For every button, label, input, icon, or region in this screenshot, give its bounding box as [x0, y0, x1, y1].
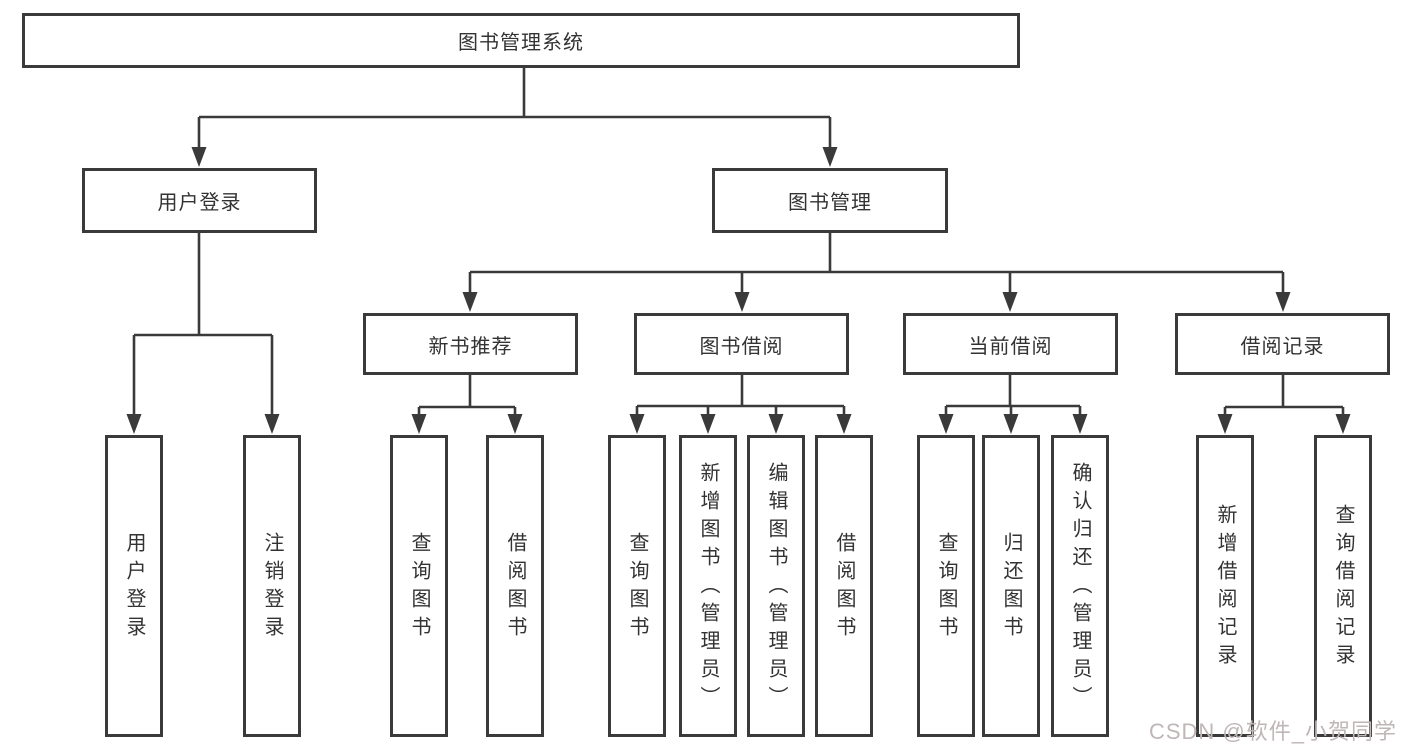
node-book-borrowing: 图书借阅 [634, 313, 849, 375]
leaf-current-query: 查询图书 [917, 435, 975, 737]
node-user-login: 用户登录 [82, 168, 317, 233]
leaf-newbook-query: 查询图书 [390, 435, 448, 737]
node-borrow-records: 借阅记录 [1175, 313, 1390, 375]
node-current-borrowing: 当前借阅 [903, 313, 1118, 375]
node-root-system: 图书管理系统 [22, 13, 1020, 68]
leaf-newbook-borrow: 借阅图书 [486, 435, 544, 737]
leaf-record-add: 新增借阅记录 [1196, 435, 1254, 737]
leaf-borrowing-query: 查询图书 [608, 435, 666, 737]
leaf-current-return: 归还图书 [982, 435, 1040, 737]
leaf-current-confirm-return-admin: 确认归还（管理员） [1051, 435, 1109, 737]
csdn-watermark: CSDN @软件_小贺同学 [1148, 719, 1397, 744]
leaf-borrowing-edit-admin: 编辑图书（管理员） [747, 435, 805, 737]
node-book-management: 图书管理 [712, 168, 948, 233]
leaf-record-query: 查询借阅记录 [1314, 435, 1372, 737]
leaf-borrowing-borrow: 借阅图书 [815, 435, 873, 737]
node-new-book-recommend: 新书推荐 [363, 313, 578, 375]
leaf-borrowing-add-admin: 新增图书（管理员） [679, 435, 737, 737]
leaf-user-login: 用户登录 [105, 435, 163, 737]
leaf-logout: 注销登录 [243, 435, 301, 737]
